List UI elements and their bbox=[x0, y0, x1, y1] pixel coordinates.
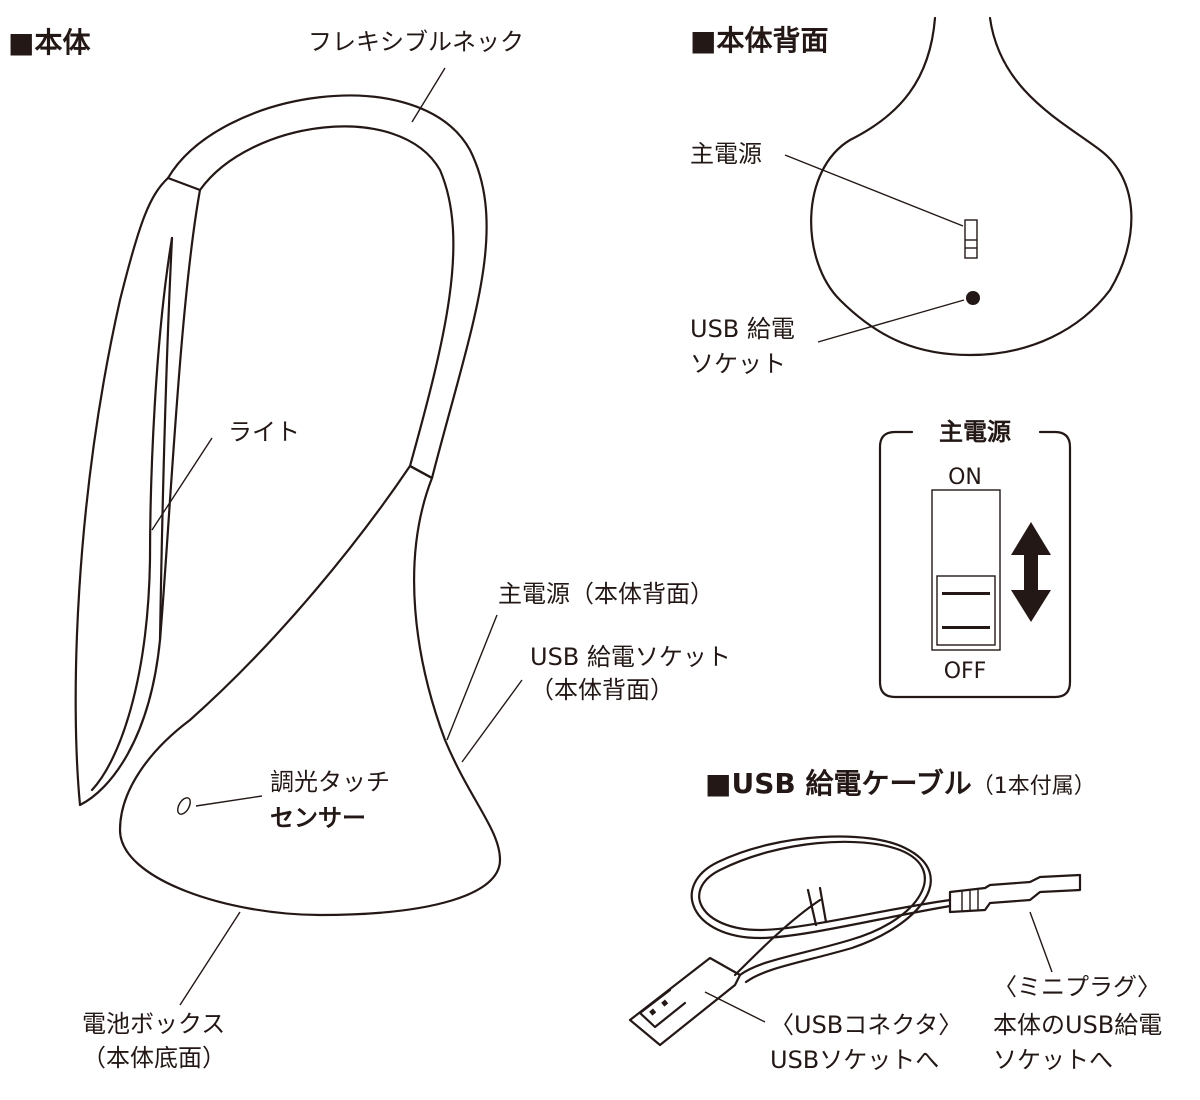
switch-panel: 主電源 ON OFF bbox=[878, 418, 1072, 699]
back-usb-label-1: USB 給電 bbox=[690, 315, 795, 343]
usb-socket-leader bbox=[461, 679, 523, 763]
lamp-head bbox=[74, 176, 202, 807]
knob-ridge bbox=[942, 626, 990, 629]
usb-socket-label-2: （本体背面） bbox=[530, 676, 674, 704]
main-body-section: ■本体 フレキシブルネック ライト 主電源（本体背面） USB 給電ソケット （… bbox=[8, 26, 731, 1072]
battery-label-2: （本体底面） bbox=[82, 1044, 226, 1072]
cable-heading: ■USB 給電ケーブル（1本付属） bbox=[705, 767, 1096, 800]
usb-plug-tip bbox=[638, 988, 687, 1029]
usb-connector-label-2: USBソケットへ bbox=[770, 1046, 939, 1074]
usb-connector-label-1: 〈USBコネクタ〉 bbox=[770, 1011, 962, 1039]
touch-sensor-leader bbox=[195, 795, 263, 807]
mini-plug-label-3: ソケットへ bbox=[993, 1046, 1113, 1074]
switch-panel-title: 主電源 bbox=[939, 418, 1011, 446]
switch-knob bbox=[936, 575, 996, 646]
switch-on-label: ON bbox=[948, 465, 982, 490]
lamp-base bbox=[118, 464, 502, 917]
flexible-neck-label: フレキシブルネック bbox=[308, 28, 524, 56]
back-main-power-label: 主電源 bbox=[690, 140, 762, 168]
cable-coil-2 bbox=[690, 835, 952, 984]
usb-pin bbox=[661, 999, 669, 1007]
mini-plug bbox=[948, 873, 1082, 914]
mini-plug-label-1: 〈ミニプラグ〉 bbox=[993, 973, 1161, 1001]
touch-sensor-label-1: 調光タッチ bbox=[270, 768, 390, 796]
mini-plug-leader bbox=[1029, 911, 1053, 973]
cable-section: ■USB 給電ケーブル（1本付属） 〈USBコネクタ〉 USBソケットへ 〈ミニ… bbox=[628, 767, 1162, 1074]
back-outline bbox=[810, 16, 1133, 357]
usb-connector-leader bbox=[704, 991, 766, 1023]
light-panel bbox=[90, 236, 174, 792]
switch-panel-frame bbox=[878, 430, 1072, 699]
main-power-leader bbox=[446, 614, 498, 741]
light-panel-edge bbox=[158, 236, 174, 642]
flexible-neck bbox=[166, 94, 488, 480]
back-heading: ■本体背面 bbox=[690, 24, 828, 57]
main-body-heading: ■本体 bbox=[8, 26, 91, 59]
mini-plug-label-2: 本体のUSB給電 bbox=[993, 1011, 1162, 1039]
flexible-neck-inner bbox=[198, 125, 455, 468]
touch-sensor-icon bbox=[177, 797, 191, 815]
back-usb-label-2: ソケット bbox=[690, 350, 786, 378]
light-leader bbox=[151, 437, 213, 531]
back-usb-socket bbox=[966, 291, 980, 305]
back-usb-leader bbox=[817, 299, 965, 343]
cable-tie bbox=[806, 886, 828, 927]
touch-sensor-label-2: センサー bbox=[270, 804, 366, 832]
cable-coil-3 bbox=[733, 898, 822, 977]
neck-joint bbox=[408, 464, 434, 480]
neck-leader bbox=[411, 67, 446, 123]
back-power-leader bbox=[784, 154, 964, 227]
battery-label-1: 電池ボックス bbox=[82, 1010, 225, 1038]
usb-socket-label-1: USB 給電ソケット bbox=[530, 643, 731, 671]
up-down-arrow-icon bbox=[1011, 522, 1051, 622]
cable-heading-main: ■USB 給電ケーブル bbox=[705, 767, 972, 800]
cable-heading-note: （1本付属） bbox=[972, 774, 1096, 799]
battery-leader bbox=[179, 911, 241, 1006]
switch-off-label: OFF bbox=[944, 659, 987, 684]
back-section: ■本体背面 主電源 USB 給電 ソケット bbox=[690, 16, 1133, 378]
main-power-back-label: 主電源（本体背面） bbox=[498, 580, 714, 608]
switch-slot bbox=[931, 489, 1001, 651]
light-label: ライト bbox=[228, 418, 300, 446]
usb-pin bbox=[649, 1008, 657, 1016]
knob-ridge bbox=[942, 592, 990, 595]
usb-connector bbox=[628, 956, 742, 1047]
back-power-switch bbox=[964, 219, 978, 259]
